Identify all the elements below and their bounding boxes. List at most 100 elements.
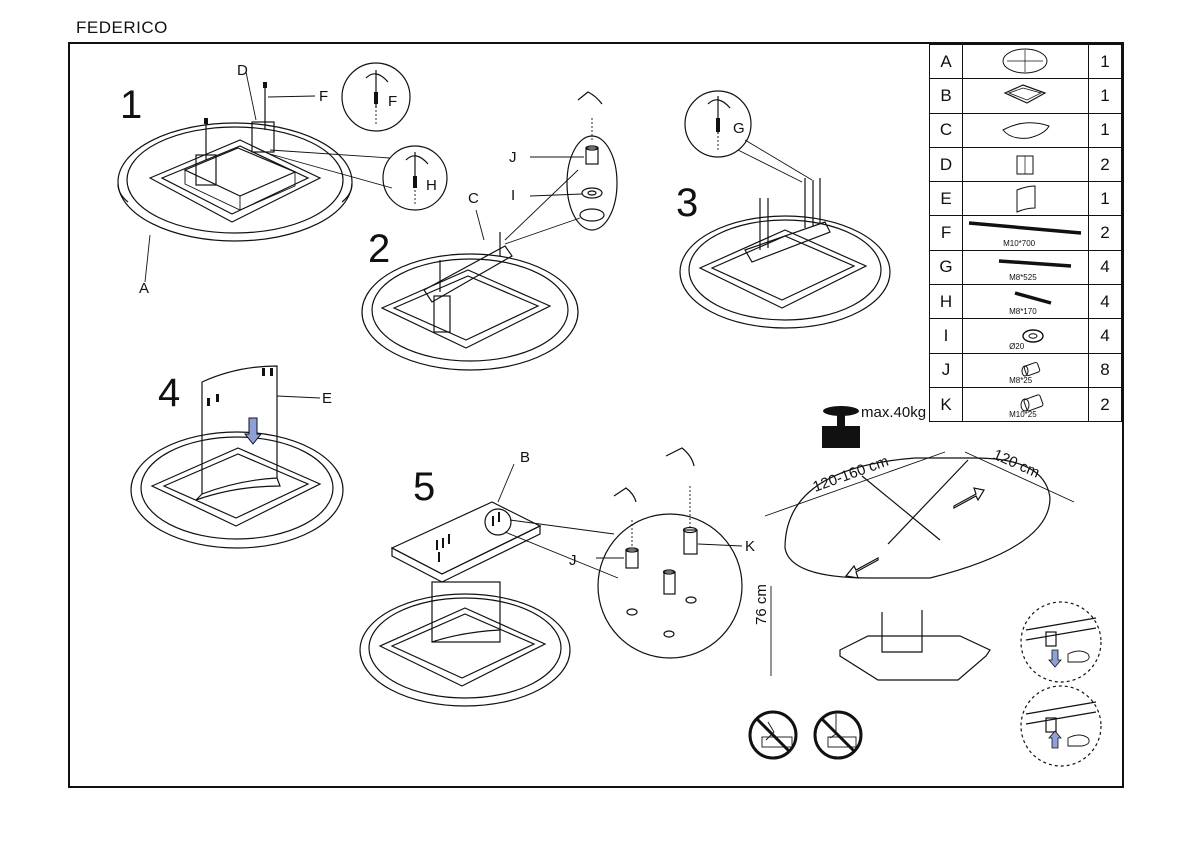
detail-g-label: G [733,120,745,137]
part-letter: G [928,249,964,286]
part-illustration [962,181,1090,217]
step-5-callout-b: B [520,449,530,466]
step-2-number: 2 [368,227,390,271]
leg-panel-icon [1016,185,1036,214]
max-load-label: max.40kg [861,404,926,421]
part-letter: J [928,352,964,388]
lock-release-detail-bottom [1020,685,1102,767]
part-letter: E [928,181,964,217]
part-letter: F [928,215,964,251]
part-illustration [962,78,1090,114]
step-1: 1 D F A [117,62,448,297]
washer-icon [1022,328,1044,343]
part-size-note: M10*25 [1009,410,1037,420]
step-4-number: 4 [158,371,180,415]
instruction-frame [68,42,1124,788]
part-quantity: 2 [1088,386,1122,423]
parts-row: I Ø20 4 [928,318,1122,354]
base-plate-icon [1003,84,1047,105]
step-2-callout-j: J [509,149,517,166]
long-bolt-icon [968,220,1082,235]
step-1-tabletop [117,71,393,283]
step-4: 4 E [130,365,344,549]
parts-row: F M10*700 2 [928,215,1122,251]
parts-row: J M8*25 8 [928,352,1122,388]
part-illustration [962,43,1090,80]
part-quantity: 1 [1088,78,1122,114]
part-letter: A [928,43,964,80]
detail-f-label: F [388,93,397,110]
part-quantity: 2 [1088,215,1122,251]
part-quantity: 8 [1088,352,1122,388]
medium-bolt-icon [998,259,1072,268]
step-4-tabletop [130,365,344,549]
part-illustration [962,112,1090,148]
sleeve-nut-large-icon [1020,394,1044,412]
step-1-callout-f: F [319,88,328,105]
part-illustration: M8*25 [962,352,1090,388]
mounting-plate-icon [1002,122,1050,139]
step-5-number: 5 [413,465,435,509]
short-bolt-icon [1014,291,1052,305]
parts-row: G M8*525 4 [928,249,1122,286]
bracket-icon [1016,155,1034,175]
part-letter: D [928,146,964,183]
part-quantity: 4 [1088,249,1122,286]
step-3-detail-g: G [684,90,752,158]
part-size-note: M10*700 [1003,238,1036,248]
part-quantity: 2 [1088,146,1122,183]
step-1-callout-d: D [237,62,248,79]
step-1-callout-a: A [139,280,149,297]
step-4-callout-e: E [322,390,332,407]
step-1-detail-h: H [382,145,448,211]
part-size-note: M8*25 [1009,375,1033,385]
part-quantity: 1 [1088,112,1122,148]
step-3: 3 G [676,90,891,329]
step-2: 2 C J I [361,91,618,371]
step-1-detail-f: F [341,62,411,132]
step-5-assembly [359,463,619,707]
table-drawing [784,457,1051,681]
parts-row: K M10*25 2 [928,386,1122,423]
max-load-icon [822,406,860,448]
part-quantity: 1 [1088,43,1122,80]
step-3-tabletop [679,139,891,329]
part-quantity: 1 [1088,181,1122,217]
part-size-note: Ø20 [1009,341,1025,351]
finished-table: max.40kg 120-160 cm 120 cm 76 cm [753,404,1075,681]
part-letter: B [928,78,964,114]
detail-h-label: H [426,177,437,194]
step-5-detail-circle [596,447,743,659]
step-2-detail-oval [529,91,618,231]
part-illustration: M10*25 [962,386,1090,423]
step-3-number: 3 [676,181,698,225]
part-letter: H [928,284,964,320]
part-letter: K [928,386,964,423]
round-tabletop-icon [1002,48,1048,74]
part-quantity: 4 [1088,318,1122,354]
step-2-tabletop [361,169,581,371]
page-title: FEDERICO [76,18,168,37]
step-5-callout-k: K [745,538,755,555]
no-standing-warning-icon [813,710,863,760]
part-illustration: Ø20 [962,318,1090,354]
lock-release-detail-top [1020,601,1102,683]
part-letter: I [928,318,964,354]
step-5: 5 B [359,447,755,707]
part-size-note: M8*525 [1009,273,1037,283]
height-label: 76 cm [753,584,770,625]
part-illustration: M8*170 [962,284,1090,320]
width-label: 120 cm [990,446,1042,482]
part-illustration: M10*700 [962,215,1090,251]
part-illustration [962,146,1090,183]
step-5-callout-j: J [569,552,577,569]
sleeve-nut-icon [1021,361,1041,377]
part-size-note: M8*170 [1009,307,1037,317]
part-illustration: M8*525 [962,249,1090,286]
